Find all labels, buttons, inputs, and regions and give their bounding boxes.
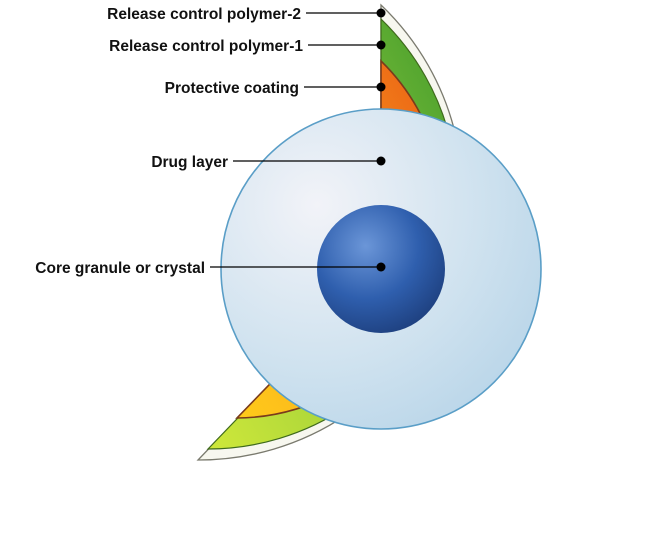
- marker-dot-drug-layer: [376, 156, 386, 166]
- label-drug-layer: Drug layer: [151, 154, 228, 171]
- marker-dot-polymer-1: [376, 40, 386, 50]
- label-protective-coating: Protective coating: [165, 80, 299, 97]
- label-release-polymer-1: Release control polymer-1: [109, 38, 303, 55]
- label-core: Core granule or crystal: [35, 260, 205, 277]
- marker-dot-protective: [376, 82, 386, 92]
- label-release-polymer-2: Release control polymer-2: [107, 6, 301, 23]
- marker-dot-core: [376, 262, 386, 272]
- marker-dot-polymer-2: [376, 8, 386, 18]
